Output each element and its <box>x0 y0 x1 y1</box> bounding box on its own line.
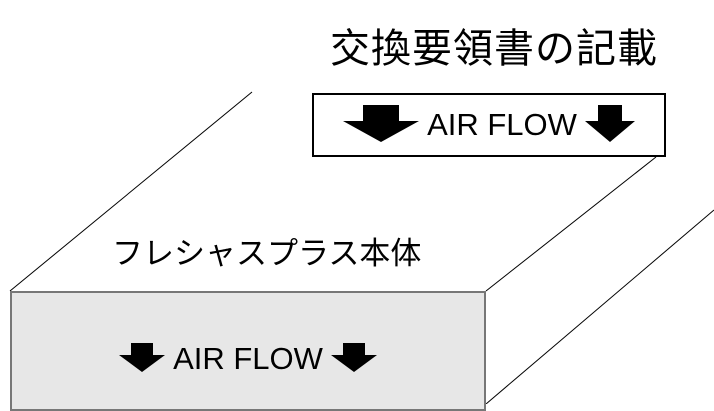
unit-airflow-row: AIR FLOW <box>12 339 484 379</box>
unit-airflow-text: AIR FLOW <box>173 341 323 376</box>
label-airflow-text: AIR FLOW <box>427 107 577 142</box>
arrow-down-icon <box>329 341 379 377</box>
bottom-right-edge-line <box>485 209 714 404</box>
unit-name-label: フレシャスプラス本体 <box>112 236 422 272</box>
arrow-down-icon <box>341 103 421 147</box>
page-title: 交換要領書の記載 <box>330 26 658 72</box>
top-right-edge-line <box>485 156 657 292</box>
arrow-down-icon <box>583 103 637 147</box>
label-airflow-box: AIR FLOW <box>312 93 666 157</box>
arrow-down-icon <box>117 341 167 377</box>
label-airflow-row: AIR FLOW <box>314 95 664 155</box>
unit-front-face: AIR FLOW <box>10 291 486 411</box>
left-edge-line <box>9 91 253 292</box>
